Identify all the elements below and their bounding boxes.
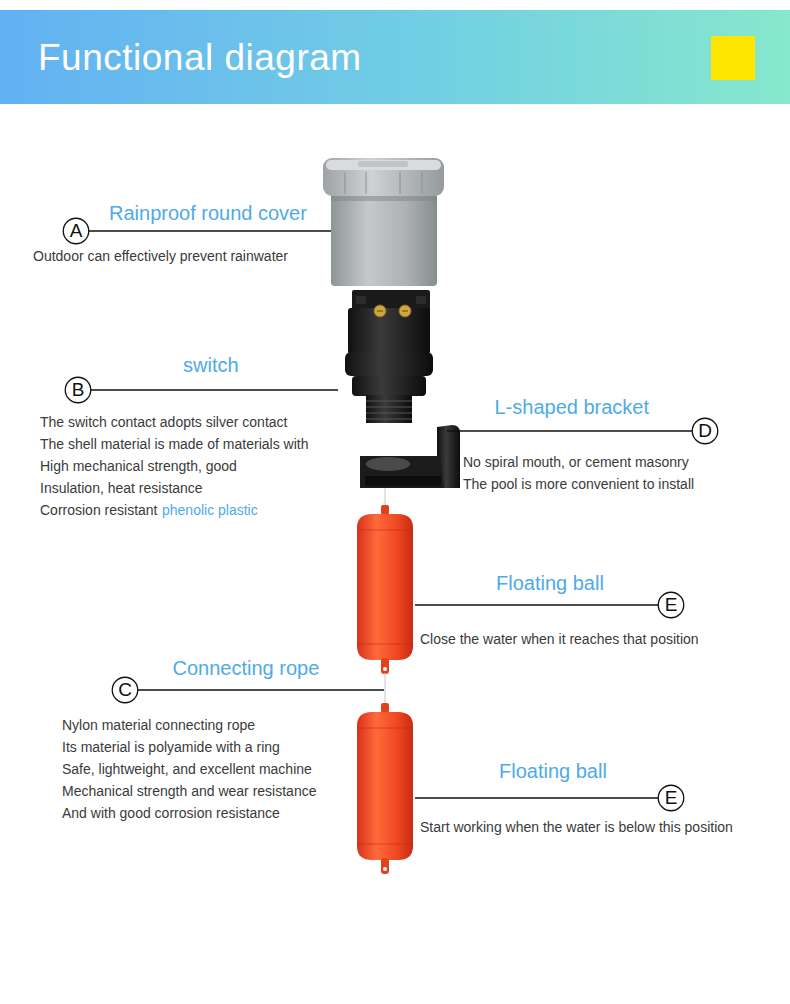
- leader-line: [89, 230, 331, 232]
- callout-letter: C: [112, 677, 138, 703]
- lid-shadow: [331, 196, 437, 201]
- callout-circle: C: [112, 677, 138, 703]
- circle-shape: [658, 592, 684, 618]
- part-note: Close the water when it reaches that pos…: [420, 631, 699, 648]
- part-name: Connecting rope: [173, 656, 320, 680]
- part-note: Corrosion resistant: [40, 502, 158, 519]
- float-body: [357, 712, 413, 860]
- circle-shape: [112, 677, 138, 703]
- terminal-screw: [374, 305, 386, 317]
- lid-rib: [422, 172, 423, 194]
- float-seam: [357, 728, 413, 729]
- circle-shape: [65, 377, 91, 403]
- bracket-hole: [366, 457, 410, 471]
- float-tab: [381, 703, 389, 713]
- part-note: Safe, lightweight, and excellent machine: [62, 761, 312, 778]
- float-seam: [357, 644, 413, 645]
- part-note: The shell material is made of materials …: [40, 436, 308, 453]
- float-body: [357, 514, 413, 660]
- part-name: switch: [183, 353, 239, 377]
- callout-circle: E: [658, 785, 684, 811]
- screw-slot: [377, 310, 383, 311]
- l-bracket: [360, 425, 460, 488]
- switch-ring: [345, 352, 433, 376]
- float-hole: [383, 867, 387, 871]
- thread-line: [366, 407, 412, 408]
- callout-letter: B: [65, 377, 91, 403]
- circle-shape: [692, 418, 718, 444]
- switch-block: [348, 308, 430, 354]
- bracket-base: [360, 456, 444, 488]
- thread-line: [366, 419, 412, 420]
- part-note: phenolic plastic: [162, 502, 258, 519]
- lid-top: [326, 160, 441, 170]
- part-note: The pool is more convenient to install: [463, 476, 694, 493]
- callout-circle: E: [658, 592, 684, 618]
- float-ball: [357, 505, 413, 674]
- switch-clip: [356, 296, 366, 304]
- terminal-screw: [399, 305, 411, 317]
- callout-circle: A: [63, 218, 89, 244]
- callout-letter: A: [63, 218, 89, 244]
- part-name: Rainproof round cover: [109, 201, 307, 225]
- yellow-square: [711, 36, 755, 80]
- leader-line: [447, 430, 692, 432]
- circle-shape: [658, 785, 684, 811]
- float-hole: [383, 667, 387, 671]
- part-note: And with good corrosion resistance: [62, 805, 280, 822]
- callout-letter: E: [658, 785, 684, 811]
- leader-line: [415, 604, 658, 606]
- callout-circle: D: [692, 418, 718, 444]
- lid-rib: [345, 172, 346, 194]
- lid-rib: [366, 172, 367, 194]
- switch-clip: [416, 296, 426, 304]
- screw-slot: [402, 310, 408, 311]
- part-note: Nylon material connecting rope: [62, 717, 255, 734]
- part-note: Start working when the water is below th…: [420, 819, 733, 836]
- callout-letter: E: [658, 592, 684, 618]
- switch-body: [345, 290, 433, 423]
- part-note: Outdoor can effectively prevent rainwate…: [33, 248, 288, 265]
- float-seam: [357, 530, 413, 531]
- cover-lid: [323, 158, 444, 196]
- thread-line: [366, 413, 412, 414]
- connecting-rope: [384, 673, 385, 708]
- part-note: Its material is polyamide with a ring: [62, 739, 280, 756]
- part-name: L-shaped bracket: [495, 395, 650, 419]
- part-note: High mechanical strength, good: [40, 458, 237, 475]
- leader-line: [415, 797, 658, 799]
- callout-circle: B: [65, 377, 91, 403]
- float-tab: [381, 858, 389, 874]
- switch-thread: [366, 395, 412, 423]
- part-name: Floating ball: [496, 571, 604, 595]
- callout-letter: D: [692, 418, 718, 444]
- title-band: [0, 10, 790, 104]
- lid-mark: [358, 161, 408, 167]
- float-ball: [357, 703, 413, 874]
- part-name: Floating ball: [499, 759, 607, 783]
- circle-shape: [63, 218, 89, 244]
- part-note: No spiral mouth, or cement masonry: [463, 454, 689, 471]
- float-tab: [381, 505, 389, 515]
- switch-neck: [352, 376, 426, 396]
- part-note: The switch contact adopts silver contact: [40, 414, 287, 431]
- cover-body: [331, 190, 437, 286]
- rain-cover: [323, 158, 444, 286]
- leader-line: [138, 689, 384, 691]
- float-tab: [381, 658, 389, 674]
- part-note: Mechanical strength and wear resistance: [62, 783, 316, 800]
- thread-line: [366, 401, 412, 402]
- leader-line: [91, 389, 338, 391]
- part-note: Insulation, heat resistance: [40, 480, 203, 497]
- float-seam: [357, 844, 413, 845]
- lid-rib: [400, 172, 401, 194]
- bracket-edge: [365, 476, 441, 486]
- page-title: Functional diagram: [38, 36, 362, 80]
